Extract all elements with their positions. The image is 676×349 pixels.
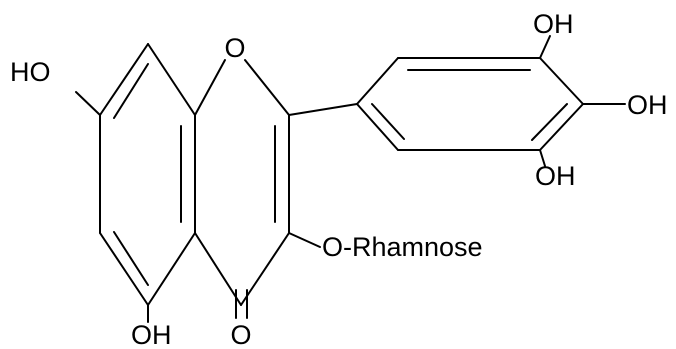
bond-oh-left: [75, 91, 101, 116]
double-bond-inner: [371, 103, 405, 140]
bond: [240, 232, 290, 306]
bond: [539, 103, 584, 151]
bond-oh-lower-right: [539, 149, 546, 167]
bond: [356, 57, 399, 105]
carbonyl-oxygen-label: O: [230, 320, 251, 349]
bond-oh-top-right: [539, 35, 551, 59]
oh-bottom-label: OH: [131, 320, 172, 349]
oh-right-label: OH: [627, 90, 668, 120]
bond: [147, 43, 196, 116]
carbonyl-bond: [235, 289, 248, 319]
ho-left-label: HO: [10, 57, 51, 87]
bond: [194, 59, 226, 116]
ring-b: [356, 57, 584, 151]
bond: [147, 232, 196, 306]
ring-a: [99, 43, 196, 306]
double-bond-inner: [531, 103, 568, 141]
bond: [99, 232, 149, 306]
double-bond-inner: [113, 231, 149, 286]
oh-lower-right-label: OH: [535, 161, 576, 191]
o-rhamnose-label: O-Rhamnose: [322, 232, 483, 262]
bond: [539, 57, 584, 105]
bond: [99, 43, 149, 116]
bond: [194, 232, 242, 306]
bond-o-rhamnose: [288, 232, 321, 248]
bond: [244, 59, 290, 116]
oh-top-right-label: OH: [533, 9, 574, 39]
bond-c2-ring-b: [288, 103, 358, 116]
bond: [356, 103, 399, 151]
ring-oxygen-label: O: [224, 33, 245, 63]
ring-c: [194, 59, 290, 306]
double-bond-inner: [113, 63, 149, 119]
